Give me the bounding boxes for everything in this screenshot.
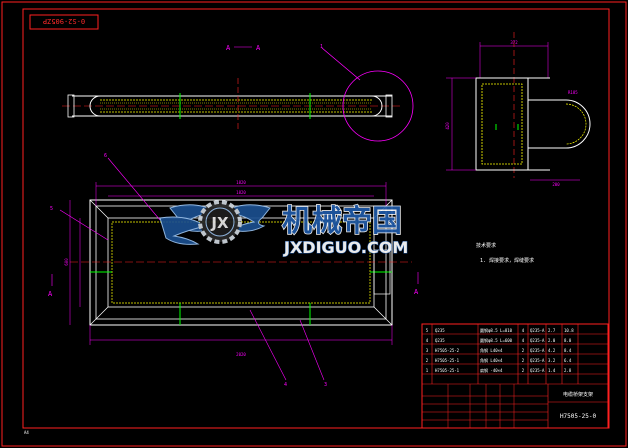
bom-cell-name: 角钢 L40×4 [480,347,503,353]
bom-cell-wt: 2.0 [548,338,556,343]
bom-cell-no: 4 [426,338,429,343]
bom-cell-total: 6.4 [564,358,572,363]
bom-table [421,323,609,429]
dim-top-width: 1820 [236,180,246,185]
section-label-a2: A [256,44,261,52]
section-label-a1: A [226,44,231,52]
dim-radius: R185 [568,90,578,95]
front-view-top [62,47,414,142]
code-box-text: 0-S2-905ZP [43,17,85,25]
bom-cell-qty: 2 [522,368,525,373]
bom-cell-mat: Q235-A [530,328,545,333]
balloon-3: 3 [324,382,327,388]
bom-cell-code: Q235 [435,328,445,333]
bom-cell-qty: 2 [522,358,525,363]
code-box [29,14,99,30]
dim-left-height: 600 [64,258,69,266]
part-name: 电缆桥架支架 [563,391,593,398]
bom-cell-code: H7505-25-2 [435,348,460,353]
bom-cell-name: 圆钢φ8.5 L=600 [480,337,513,343]
note-line: 1. 焊接要求，焊缝要求 [480,257,534,264]
bom-cell-name: 扁钢 -40×4 [480,367,503,373]
logo-letters: JX [210,214,229,232]
side-view [446,32,591,181]
bom-cell-no: 5 [426,328,429,333]
corner-tag: A4 [24,430,29,435]
dim-bottom-width: 2020 [236,352,246,357]
bom-cell-qty: 4 [522,338,525,343]
bom-cell-total: 8.4 [564,348,572,353]
watermark-site: JXDIGUO.COM [283,238,408,257]
bom-cell-mat: Q235-A [530,348,545,353]
bom-cell-wt: 3.2 [548,358,556,363]
bom-cell-mat: Q235-A [530,358,545,363]
watermark-title: 机械帝国 [282,204,402,239]
bom-cell-code: H7505-25-1 [435,358,460,363]
bom-cell-code: H7505-25-1 [435,368,460,373]
bom-cell-mat: Q235-A [530,368,545,373]
bom-cell-name: 角钢 L40×4 [480,357,503,363]
section-label-a3: A [48,290,53,298]
dim-side-width: 372 [510,40,518,45]
bom-cell-no: 3 [426,348,429,353]
section-label-a4: A [414,288,419,296]
bom-cell-mat: Q235-A [530,338,545,343]
bom-cell-no: 2 [426,358,429,363]
bom-cell-no: 1 [426,368,429,373]
bom-cell-qty: 4 [522,328,525,333]
bom-cell-total: 10.8 [564,328,574,333]
frame-border [22,8,610,429]
note-heading: 技术要求 [476,242,496,249]
bom-cell-wt: 2.7 [548,328,556,333]
drawing-number: H7505-25-0 [560,413,597,420]
bom-cell-wt: 1.4 [548,368,556,373]
dim-right-small: 200 [552,182,560,187]
balloon-4: 4 [284,382,287,388]
dim-inner-width: 1820 [236,190,246,195]
balloon-1: 1 [320,44,323,50]
balloon-6: 6 [104,153,107,159]
bom-cell-code: Q235 [435,338,445,343]
bom-cell-wt: 4.2 [548,348,556,353]
bom-cell-name: 圆钢φ8.5 L=810 [480,327,513,333]
balloon-5: 5 [50,206,53,212]
bom-cell-qty: 2 [522,348,525,353]
bom-cell-total: 8.0 [564,338,572,343]
dim-side-height: 420 [445,122,450,130]
bom-cell-total: 2.8 [564,368,572,373]
watermark: JX 机械帝国 JXDIGUO.COM [159,200,409,258]
